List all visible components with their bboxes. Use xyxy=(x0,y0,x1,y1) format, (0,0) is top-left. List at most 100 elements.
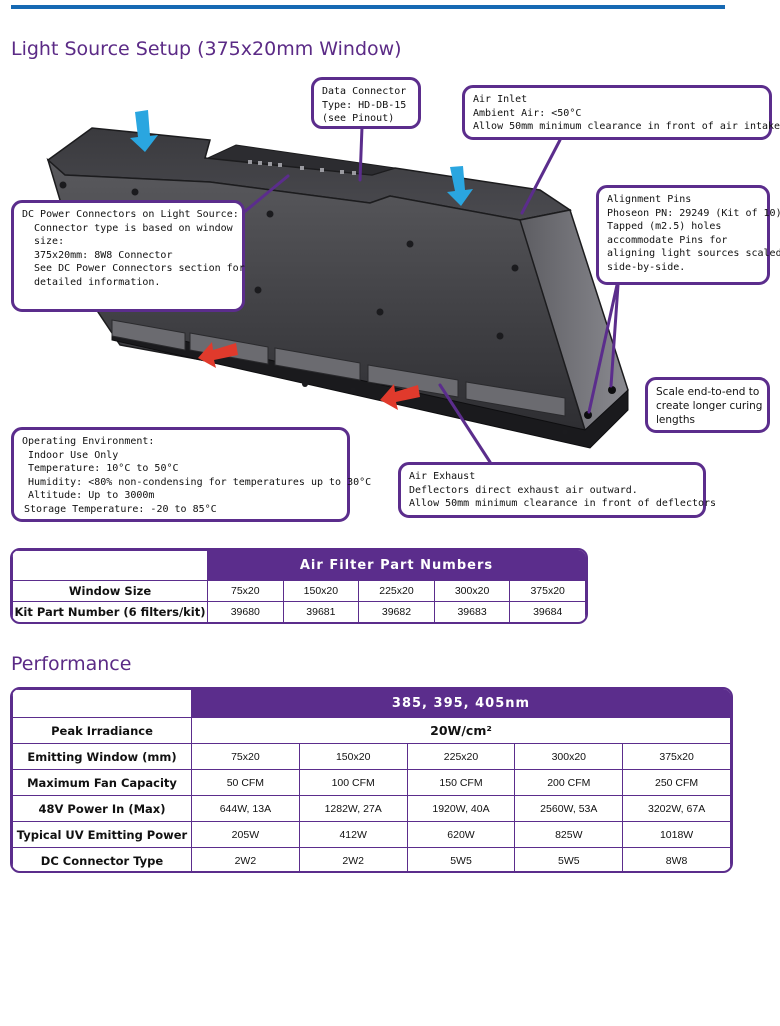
perf-table-header: 385, 395, 405nm xyxy=(191,689,731,718)
perf-cell: 8W8 xyxy=(622,847,731,871)
connector-block xyxy=(206,144,396,176)
filter-window-size: 300x20 xyxy=(433,580,511,602)
dc-power-line-3: 375x20mm: 8W8 Connector xyxy=(34,249,173,261)
perf-row-label: Typical UV Emitting Power xyxy=(12,821,192,848)
filter-part-number: 39684 xyxy=(509,601,586,622)
perf-cell: 100 CFM xyxy=(298,769,408,796)
filter-part-number: 39682 xyxy=(358,601,435,622)
perf-row-label: Maximum Fan Capacity xyxy=(12,769,192,796)
inlet-arrow-left xyxy=(130,110,158,152)
leader-data-connector xyxy=(358,125,364,182)
leader-alignment-1 xyxy=(587,283,619,414)
alignment-line-4: accommodate Pins for xyxy=(607,234,728,246)
perf-cell: 2W2 xyxy=(191,847,300,871)
air-exhaust-line-1: Air Exhaust xyxy=(409,471,476,482)
callout-scale: Scale end-to-end to create longer curing… xyxy=(645,377,770,433)
inlet-arrow-right xyxy=(447,166,473,206)
performance-table: 385, 395, 405nm Peak Irradiance 20W/cm² … xyxy=(10,687,733,873)
peak-irradiance-value: 20W/cm² xyxy=(191,717,731,744)
perf-cell: 5W5 xyxy=(514,847,624,871)
filter-table-corner xyxy=(12,550,208,581)
filter-window-size: 150x20 xyxy=(282,580,360,602)
filter-table-header: Air Filter Part Numbers xyxy=(207,550,586,581)
perf-row-label: DC Connector Type xyxy=(12,847,192,871)
top-rule xyxy=(11,5,725,9)
perf-cell: 375x20 xyxy=(622,743,731,770)
data-connector-line-1: Data Connector xyxy=(322,86,407,97)
callout-alignment-pins: Alignment Pins Phoseon PN: 29249 (Kit of… xyxy=(596,185,780,285)
air-exhaust-line-3: Allow 50mm minimum clearance in front of… xyxy=(409,498,717,509)
filter-row-label-window: Window Size xyxy=(12,580,208,602)
exhaust-arrow-left xyxy=(198,342,238,368)
scale-line-1: Scale end-to-end to xyxy=(656,386,760,398)
perf-cell: 1018W xyxy=(622,821,731,848)
perf-cell: 3202W, 67A xyxy=(622,795,731,822)
perf-cell: 412W xyxy=(298,821,408,848)
filter-window-size: 75x20 xyxy=(207,580,284,602)
dc-power-title: DC Power Connectors on Light Source: xyxy=(22,209,239,220)
filter-window-size: 375x20 xyxy=(509,580,586,602)
perf-cell: 150 CFM xyxy=(406,769,516,796)
perf-cell: 2560W, 53A xyxy=(514,795,624,822)
perf-cell: 620W xyxy=(406,821,516,848)
perf-cell: 225x20 xyxy=(406,743,516,770)
perf-row-label: Peak Irradiance xyxy=(12,717,192,744)
operating-env-line-2: Temperature: 10°C to 50°C xyxy=(28,463,179,474)
alignment-line-5: aligning light sources scaled xyxy=(607,248,780,259)
air-inlet-line-3: Allow 50mm minimum clearance in front of… xyxy=(473,121,780,132)
perf-cell: 1920W, 40A xyxy=(406,795,516,822)
alignment-line-6: side-by-side. xyxy=(607,261,686,273)
perf-cell: 50 CFM xyxy=(191,769,300,796)
perf-row-label: Emitting Window (mm) xyxy=(12,743,192,770)
air-exhaust-line-2: Deflectors direct exhaust air outward. xyxy=(409,484,638,496)
alignment-line-1: Alignment Pins xyxy=(607,194,692,205)
leader-exhaust xyxy=(438,383,492,464)
perf-cell: 150x20 xyxy=(298,743,408,770)
alignment-line-3: Tapped (m2.5) holes xyxy=(607,221,722,232)
operating-env-line-1: Indoor Use Only xyxy=(28,449,119,461)
scale-line-3: lengths xyxy=(656,414,695,426)
filter-part-number: 39683 xyxy=(433,601,511,622)
perf-cell: 5W5 xyxy=(406,847,516,871)
filter-part-number: 39681 xyxy=(282,601,360,622)
exhaust-arrow-right xyxy=(380,384,420,410)
perf-row-label: 48V Power In (Max) xyxy=(12,795,192,822)
callout-air-exhaust: Air Exhaust Deflectors direct exhaust ai… xyxy=(398,462,717,518)
perf-cell: 250 CFM xyxy=(622,769,731,796)
dc-power-line-2: size: xyxy=(34,236,65,247)
callout-operating-environment: Operating Environment: Indoor Use Only T… xyxy=(11,427,372,522)
filter-row-label-part: Kit Part Number (6 filters/kit) xyxy=(12,601,208,622)
operating-env-line-3: Humidity: <80% non-condensing for temper… xyxy=(28,476,372,488)
setup-section-title: Light Source Setup (375x20mm Window) xyxy=(11,38,402,60)
operating-env-title: Operating Environment: xyxy=(22,436,155,447)
air-inlet-line-1: Air Inlet xyxy=(473,94,528,105)
perf-cell: 1282W, 27A xyxy=(298,795,408,822)
callout-data-connector: Data Connector Type: HD-DB-15 (see Pinou… xyxy=(311,77,421,129)
filter-window-size: 225x20 xyxy=(358,580,435,602)
perf-cell: 200 CFM xyxy=(514,769,624,796)
callout-dc-power: DC Power Connectors on Light Source: Con… xyxy=(11,200,245,312)
perf-cell: 75x20 xyxy=(191,743,300,770)
leader-alignment-2 xyxy=(609,283,620,388)
scale-line-2: create longer curing xyxy=(656,400,763,412)
leader-air-inlet xyxy=(520,138,562,215)
data-connector-line-2: Type: HD-DB-15 xyxy=(322,99,407,111)
dc-power-line-1: Connector type is based on window xyxy=(34,222,233,234)
alignment-line-2: Phoseon PN: 29249 (Kit of 10) xyxy=(607,207,780,219)
perf-cell: 300x20 xyxy=(514,743,624,770)
data-connector-line-3: (see Pinout) xyxy=(322,113,395,124)
perf-cell: 205W xyxy=(191,821,300,848)
operating-env-line-4: Altitude: Up to 3000m xyxy=(28,490,155,501)
perf-table-corner xyxy=(12,689,192,718)
air-inlet-line-2: Ambient Air: <50°C xyxy=(473,107,582,119)
dc-power-line-4: See DC Power Connectors section for xyxy=(34,263,245,274)
leader-dc-power xyxy=(241,174,290,215)
perf-cell: 644W, 13A xyxy=(191,795,300,822)
filter-part-number: 39680 xyxy=(207,601,284,622)
perf-cell: 2W2 xyxy=(298,847,408,871)
dc-power-line-5: detailed information. xyxy=(34,276,161,288)
performance-section-title: Performance xyxy=(11,653,132,675)
air-filter-table: Air Filter Part Numbers Window Size 75x2… xyxy=(10,548,588,624)
perf-cell: 825W xyxy=(514,821,624,848)
callout-air-inlet: Air Inlet Ambient Air: <50°C Allow 50mm … xyxy=(462,85,780,140)
